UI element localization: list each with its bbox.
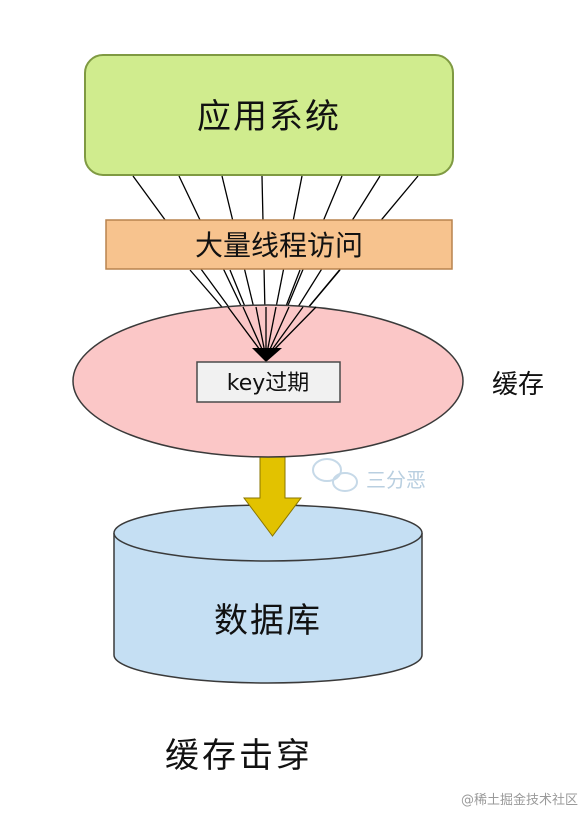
database-cylinder: [113, 504, 423, 684]
wechat-icon: [312, 458, 358, 492]
cache-label: 缓存: [492, 370, 544, 400]
watermark: 三分恶: [312, 458, 426, 492]
threads-access-label: 大量线程访问: [195, 229, 363, 262]
credit-text: @稀土掘金技术社区: [461, 792, 578, 808]
watermark-text: 三分恶: [366, 468, 426, 492]
threads-access-bar: [105, 219, 453, 270]
app-system-box: [84, 54, 454, 176]
key-expired-label: key过期: [227, 371, 310, 396]
diagram-caption: 缓存击穿: [165, 736, 313, 776]
key-expired-box: [196, 361, 341, 403]
database-label: 数据库: [214, 601, 322, 641]
convergence-arrowhead: [252, 348, 282, 362]
down-arrow: [243, 454, 302, 537]
app-system-label: 应用系统: [197, 97, 341, 137]
